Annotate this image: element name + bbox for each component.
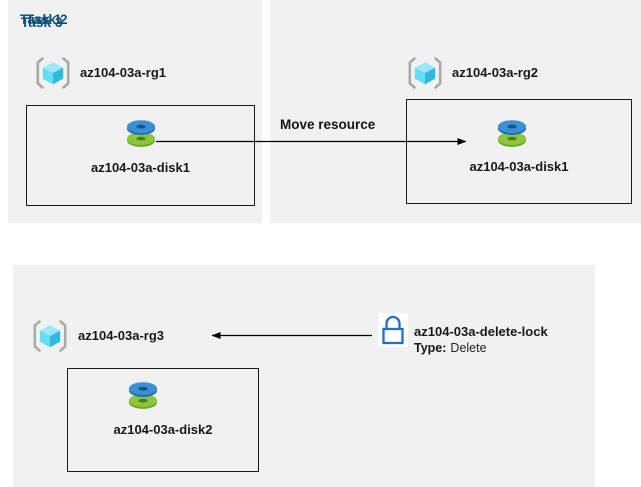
task-2-resource-group-label: az104-03a-rg2 — [452, 65, 538, 80]
lock-type-value: Delete — [450, 341, 487, 355]
task-2-resource-group-icon — [406, 54, 444, 92]
task-2-resource-box — [406, 99, 632, 204]
move-resource-label: Move resource — [280, 117, 376, 132]
task-3-disk-label: az104-03a-disk2 — [113, 422, 213, 437]
task-1-resource-group-icon — [34, 54, 72, 92]
task-3-title: Task 3 — [21, 15, 63, 30]
task-3-resource-group-label: az104-03a-rg3 — [78, 328, 164, 343]
resource-group-cube-icon — [31, 317, 69, 355]
task-1-disk-label: az104-03a-disk1 — [90, 160, 190, 175]
task-2-disk-icon — [492, 113, 532, 153]
managed-disk-icon — [492, 113, 532, 153]
task-1-panel — [8, 0, 262, 223]
task-3-lock-icon — [378, 313, 408, 347]
resource-group-cube-icon — [34, 54, 72, 92]
task-3-resource-box — [67, 368, 259, 472]
task-1-resource-group-label: az104-03a-rg1 — [80, 65, 166, 80]
padlock-icon — [378, 313, 408, 347]
task-1-title: Task 1 — [20, 12, 62, 27]
lock-name-label: az104-03a-delete-lock — [414, 324, 548, 339]
task-2-disk-label: az104-03a-disk1 — [469, 159, 569, 174]
task-3-disk-icon — [123, 375, 163, 415]
lock-type-key: Type: — [414, 341, 447, 355]
task-1-resource-box — [26, 105, 255, 206]
task-3-panel — [13, 265, 595, 487]
task-2-panel — [270, 0, 641, 223]
task-3-lock-text-block: az104-03a-delete-lock Type:Delete — [414, 324, 548, 356]
task-2-title: Task 2 — [26, 12, 68, 27]
task-1-disk-icon — [121, 113, 161, 153]
managed-disk-icon — [123, 375, 163, 415]
resource-group-cube-icon — [406, 54, 444, 92]
managed-disk-icon — [121, 113, 161, 153]
lock-type-line: Type:Delete — [414, 340, 548, 356]
task-3-resource-group-icon — [31, 317, 69, 355]
